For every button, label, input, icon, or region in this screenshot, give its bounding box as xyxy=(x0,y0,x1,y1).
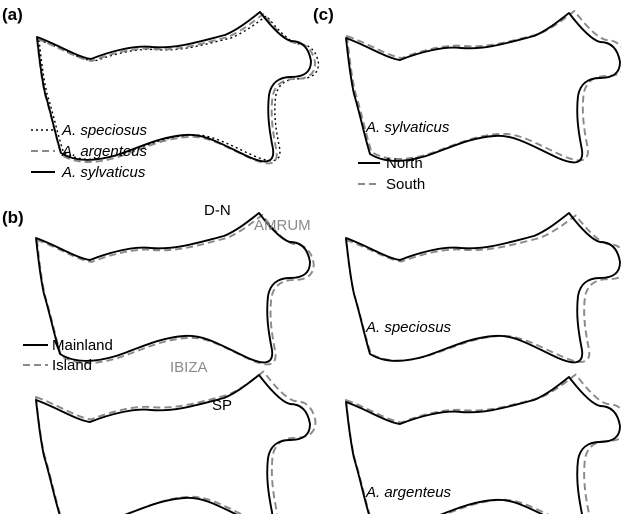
legend-sylvaticus: A. sylvaticus xyxy=(61,164,146,181)
legend-north: North xyxy=(386,155,423,172)
panel-c-label: (c) xyxy=(313,5,334,24)
species-speciosus-label: A. speciosus xyxy=(365,319,452,336)
site-amrum-label: AMRUM xyxy=(254,217,311,234)
speciosus-north-outline xyxy=(346,213,620,362)
panel-a-shapes xyxy=(37,12,318,163)
panel-b-legend: Mainland Island xyxy=(23,337,113,374)
panel-b-bottom-shapes xyxy=(36,372,315,514)
argenteus-outline xyxy=(37,14,315,163)
panel-b-label: (b) xyxy=(2,208,24,227)
site-dn-label: D-N xyxy=(204,202,231,219)
legend-argenteus: A. argenteus xyxy=(61,143,148,160)
panel-c-sylvaticus-shapes xyxy=(346,11,621,162)
sylvaticus-north-outline xyxy=(346,13,620,162)
site-sp-label: SP xyxy=(212,397,232,414)
species-argenteus-label: A. argenteus xyxy=(365,484,452,501)
legend-mainland: Mainland xyxy=(52,337,113,354)
legend-south: South xyxy=(386,176,425,193)
panel-c-legend: North South xyxy=(358,155,425,193)
panel-a-label: (a) xyxy=(2,5,23,24)
legend-speciosus: A. speciosus xyxy=(61,122,148,139)
site-ibiza-label: IBIZA xyxy=(170,359,208,376)
sp-outline xyxy=(36,375,310,514)
panel-c-speciosus-shapes xyxy=(346,213,621,362)
legend-island: Island xyxy=(52,357,92,374)
panel-a-legend: A. speciosus A. argenteus A. sylvaticus xyxy=(31,122,148,181)
species-sylvaticus-label: A. sylvaticus xyxy=(365,119,450,136)
